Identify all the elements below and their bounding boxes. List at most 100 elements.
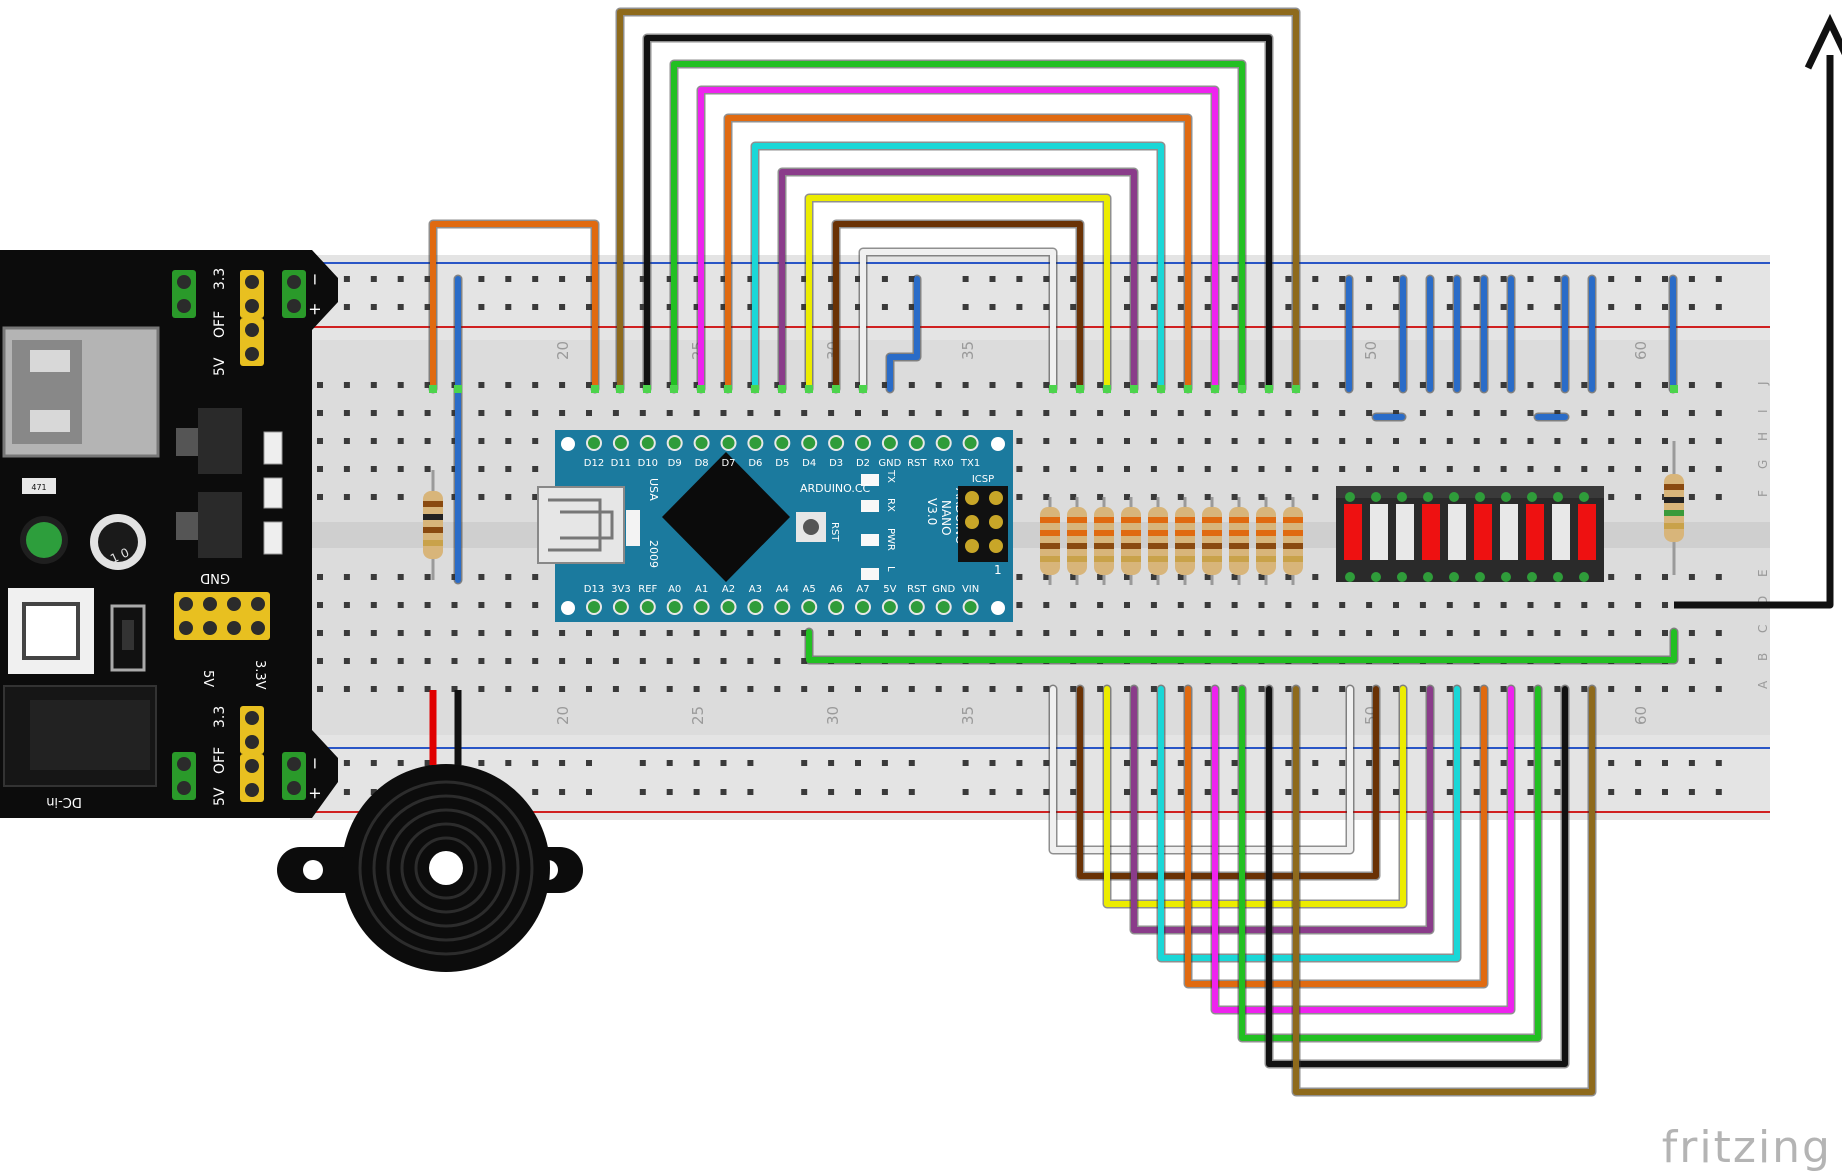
resistor-led-band	[1121, 517, 1141, 523]
rail-hole	[532, 276, 539, 282]
breadboard-hole	[1581, 466, 1588, 472]
rail-hole	[1688, 760, 1695, 766]
breadboard-hole	[370, 438, 377, 444]
nano-reset-button-cap[interactable]	[803, 519, 819, 535]
wire-orange-bottom-core	[1185, 686, 1487, 987]
breadboard-hole	[828, 686, 835, 692]
breadboard-hole	[1688, 438, 1695, 444]
icsp-pin	[965, 491, 979, 505]
led-pin-bottom	[1371, 572, 1381, 582]
rail-hole	[1016, 760, 1023, 766]
breadboard-hole	[1150, 630, 1157, 636]
breadboard-hole	[962, 410, 969, 416]
nano-top-pin-label: D4	[802, 458, 816, 469]
row-letter: G	[1756, 460, 1770, 469]
breadboard-hole	[612, 410, 619, 416]
row-letter: F	[1756, 490, 1770, 497]
row-letter: D	[1756, 596, 1770, 605]
resistor-led-band	[1283, 543, 1303, 549]
resistor-output-band	[1664, 484, 1684, 490]
breadboard-hole	[1527, 410, 1534, 416]
resistor-led-band	[1229, 517, 1249, 523]
rail-hole	[424, 304, 431, 310]
rail-hole	[559, 760, 566, 766]
wire-blue-gnd-core	[887, 276, 920, 392]
smd-part-3	[263, 521, 283, 555]
resistor-buzzer-band	[423, 501, 443, 507]
rail-hole	[1662, 789, 1668, 795]
breadboard-hole	[1097, 602, 1104, 608]
breadboard-hole	[532, 410, 539, 416]
wire-white-top-core	[860, 249, 1056, 392]
led-segment	[1448, 504, 1466, 560]
breadboard-hole	[1527, 466, 1534, 472]
nano-top-pin	[908, 435, 925, 451]
rail-hole	[881, 760, 888, 766]
breadboard-hole	[855, 410, 861, 416]
rail-hole	[1124, 760, 1130, 766]
breadboard-hole	[424, 466, 431, 472]
breadboard-hole	[586, 410, 592, 416]
rail-hole	[801, 760, 808, 766]
nano-led-tx	[861, 474, 879, 486]
rail-hole	[1554, 789, 1561, 795]
rail-hole	[639, 760, 646, 766]
breadboard-hole	[317, 686, 323, 692]
smd-part-2	[263, 477, 283, 509]
buzzer-ring	[400, 822, 492, 914]
breadboard-hole	[317, 658, 323, 664]
resistor-led-band	[1067, 543, 1087, 549]
breadboard-hole	[1581, 602, 1588, 608]
breadboard-hole	[1419, 382, 1426, 388]
rail-hole	[1527, 760, 1534, 766]
resistor-output-band	[1664, 510, 1684, 516]
rail-hole	[1446, 760, 1453, 766]
breadboard-hole	[1177, 630, 1184, 636]
breadboard-hole	[1393, 686, 1399, 692]
header-pin	[179, 597, 193, 611]
output-arrow-head	[1804, 13, 1842, 70]
breadboard-hole	[505, 658, 512, 664]
resistor-led-band	[1040, 517, 1060, 523]
breadboard-hole	[451, 686, 458, 692]
breadboard-hole	[1527, 438, 1534, 444]
breadboard-hole	[317, 602, 323, 608]
breadboard-hole	[343, 438, 350, 444]
breadboard-hole	[1608, 410, 1615, 416]
breadboard-hole	[1070, 466, 1077, 472]
breadboard-hole	[505, 574, 512, 580]
breadboard-hole	[1554, 686, 1561, 692]
rail-hole	[881, 276, 888, 282]
breadboard-top-rail-area	[290, 255, 1770, 340]
rail-hole	[1204, 276, 1211, 282]
breadboard-hole	[1339, 686, 1346, 692]
label-off-bottom: OFF	[212, 747, 228, 774]
breadboard-hole	[1662, 686, 1668, 692]
rail-hole	[1527, 304, 1534, 310]
nano-led-pwr	[861, 534, 879, 546]
header-pin	[245, 275, 259, 289]
breadboard-hole	[908, 410, 915, 416]
rail-hole	[989, 276, 996, 282]
breadboard-hole	[559, 658, 566, 664]
breadboard-hole	[1204, 494, 1211, 500]
rail-hole	[1715, 304, 1722, 310]
nano-bottom-pin	[774, 599, 791, 615]
nano-bottom-pin-label: 5V	[883, 584, 896, 595]
resistor-output-band	[1664, 523, 1684, 529]
breadboard-hole	[1635, 574, 1642, 580]
breadboard-hole	[343, 382, 350, 388]
nano-bottom-pin	[639, 599, 656, 615]
rail-hole	[1608, 276, 1615, 282]
arduino-nano: RST TX RX PWR L ARDUINO.CC ARDUINO NANO …	[537, 430, 1013, 622]
rail-hole	[1150, 789, 1157, 795]
nano-top-pin-label: D2	[856, 458, 870, 469]
resistor-led-band	[1148, 517, 1168, 523]
breadboard-hole	[1312, 438, 1319, 444]
breadboard-hole	[370, 630, 377, 636]
connected-hole	[697, 385, 705, 393]
breadboard-hole	[1016, 686, 1023, 692]
wire-magenta-bottom	[1210, 684, 1516, 1015]
rail-hole	[1635, 304, 1642, 310]
breadboard-hole	[828, 630, 835, 636]
